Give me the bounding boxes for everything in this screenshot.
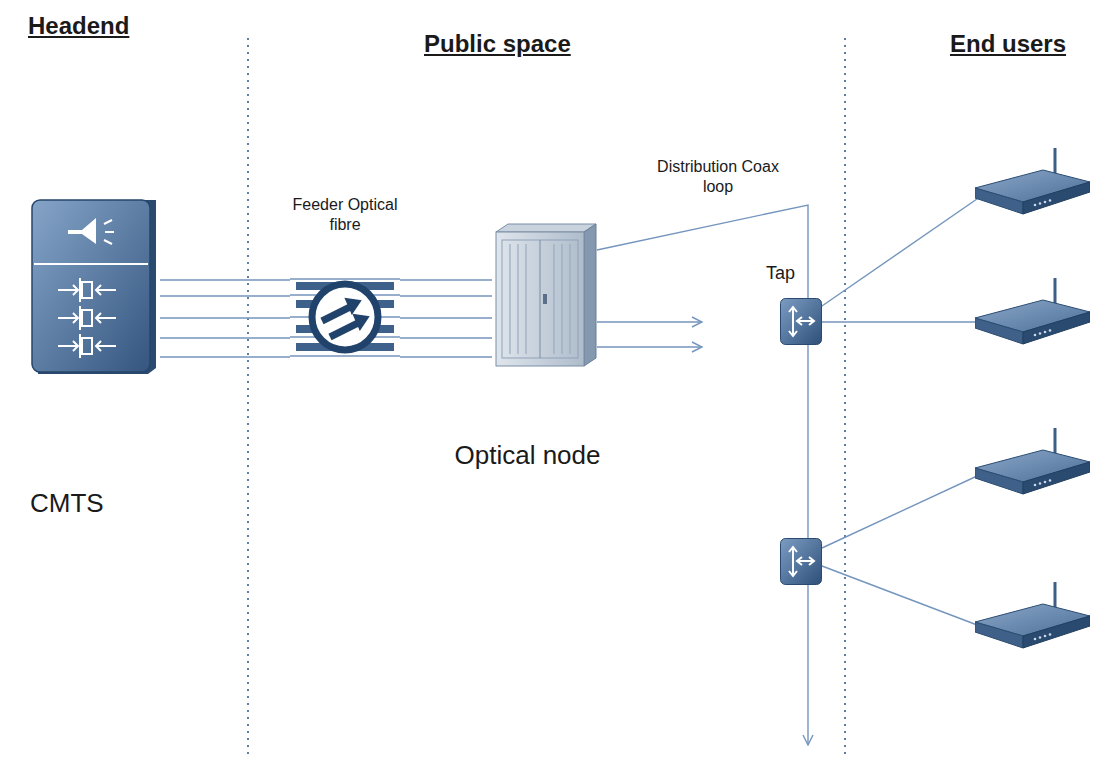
modem-icon: [975, 278, 1090, 344]
device-label: Tap: [750, 262, 825, 284]
drop-cable: [822, 566, 985, 628]
modem-icon: [975, 428, 1090, 494]
fibre-line: [400, 279, 492, 280]
optical-node-cabinet: [492, 222, 597, 368]
drop-cable: [822, 321, 985, 322]
node-box: Tap: [750, 262, 825, 345]
connector: [160, 280, 290, 357]
link-label: Feeder Optical fibre: [290, 195, 400, 235]
signal-arrow: [597, 346, 702, 347]
tap-icon: [781, 539, 822, 585]
fibre-line: [160, 279, 290, 280]
fibre-line: [400, 337, 492, 338]
section-divider: [844, 38, 846, 758]
tap-icon: [780, 298, 822, 345]
cmts-icon: [30, 198, 160, 376]
coax-line: [597, 205, 808, 298]
fibre-line: [160, 337, 290, 338]
fibre-icon: [290, 239, 400, 369]
fibre-line: [400, 356, 492, 357]
edge-label: Distribution Coax loop: [648, 157, 788, 197]
fibre-line: [400, 295, 492, 296]
tap-icon: [780, 298, 822, 345]
fibre-line: [400, 317, 492, 318]
fibre-line: [160, 317, 290, 318]
section-heading: End users: [950, 30, 1066, 58]
section-heading: Public space: [424, 30, 571, 58]
drop-cable: [822, 190, 990, 306]
signal-arrow: [597, 321, 702, 322]
cmts-icon: [30, 198, 160, 376]
drop-cable: [822, 470, 990, 548]
fibre-line: [160, 295, 290, 296]
node-box: Feeder Optical fibre: [290, 195, 400, 235]
node-box: Optical node: [440, 222, 615, 470]
modem-icon: [975, 582, 1090, 648]
section-divider: [247, 38, 249, 758]
connector: [400, 280, 492, 357]
fibre-line: [160, 356, 290, 357]
optical-node-cabinet: [492, 222, 597, 368]
section-heading: Headend: [28, 12, 129, 40]
device-label: Optical node: [440, 440, 615, 470]
device-label: CMTS: [22, 488, 162, 518]
modem-icon: [975, 148, 1090, 214]
connector: [597, 205, 808, 298]
fibre-icon: [290, 239, 400, 369]
node-box: CMTS: [22, 198, 162, 518]
